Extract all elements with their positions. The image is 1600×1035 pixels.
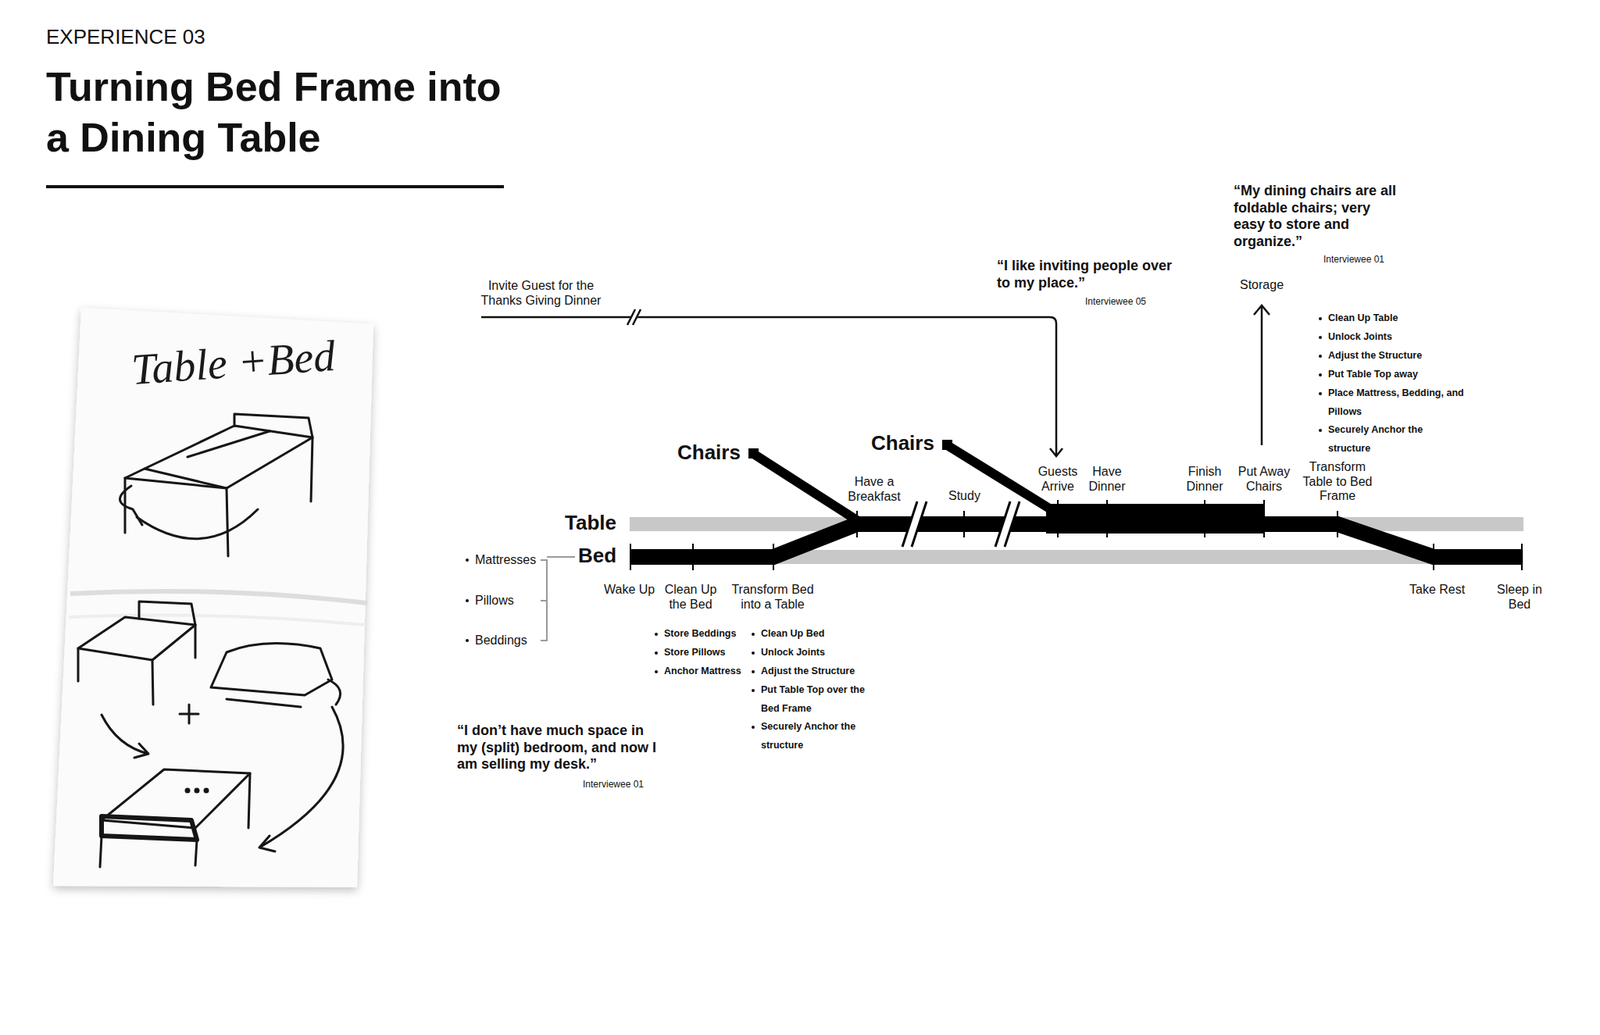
ticks-stroke — [1432, 543, 1435, 571]
event-label: Have a Breakfast — [839, 475, 910, 504]
hand-sketch-stroke — [179, 704, 199, 724]
step-item: Securely Anchor the structure — [1317, 421, 1466, 458]
hand-sketch-stroke — [234, 414, 313, 438]
hand-sketch-stroke — [204, 789, 208, 793]
chairs-line — [754, 454, 860, 522]
step-item: Clean Up Table — [1317, 309, 1466, 329]
hand-sketch-stroke — [78, 617, 196, 661]
timeline — [481, 305, 1524, 641]
step-item: Put Table Top away — [1317, 365, 1466, 385]
bed-part: Mattresses — [464, 552, 536, 568]
event-label: Put Away Chairs — [1231, 464, 1297, 494]
paper-crease — [68, 615, 366, 625]
chairs-line — [948, 446, 1051, 510]
step-item: Store Beddings — [653, 625, 747, 644]
ticks-stroke — [772, 543, 775, 571]
invite-arrow-stroke — [627, 309, 641, 325]
hand-sketch-stroke — [101, 816, 197, 840]
bed-part: Pillows — [464, 592, 515, 609]
ticks-stroke — [692, 543, 694, 571]
hand-sketch-stroke — [328, 679, 341, 705]
quote: “My dining chairs are all foldable chair… — [1233, 182, 1402, 250]
event-label: Transform Bed into a Table — [725, 582, 820, 612]
invite-arrow — [481, 309, 1063, 457]
ticks-stroke — [963, 510, 965, 538]
event-label: Transform Table to Bed Frame — [1302, 460, 1373, 504]
storage-arrow-stroke — [1253, 305, 1270, 315]
event-label: Have Dinner — [1082, 464, 1132, 494]
ticks-stroke — [1521, 543, 1523, 571]
track-label: Chairs — [677, 441, 741, 465]
invite-arrow-stroke — [1050, 448, 1063, 457]
ticks-stroke — [1263, 500, 1265, 538]
hand-sketch-stroke — [210, 643, 333, 708]
step-item: Clean Up Bed — [750, 625, 868, 644]
step-item: Unlock Joints — [1317, 328, 1466, 347]
hand-sketch-stroke — [195, 789, 199, 793]
step-item: Adjust the Structure — [1317, 346, 1466, 366]
ticks-stroke — [1336, 510, 1339, 538]
step-item: Unlock Joints — [750, 643, 868, 663]
hand-sketch-stroke — [78, 625, 196, 705]
invite-arrow-stroke — [481, 317, 1057, 457]
time-break-stroke — [902, 501, 927, 547]
hand-sketch — [78, 414, 343, 868]
event-label: Invite Guest for the Thanks Giving Dinne… — [468, 278, 614, 308]
ticks-stroke — [1106, 500, 1108, 538]
storage-arrow — [1253, 305, 1270, 446]
hand-sketch-stroke — [101, 714, 149, 758]
hand-sketch-stroke — [125, 468, 227, 489]
ticks-stroke — [856, 510, 858, 538]
sketch-photo — [53, 307, 374, 888]
track-label: Table — [564, 511, 617, 536]
event-label: Finish Dinner — [1179, 464, 1230, 494]
hand-sketch-stroke — [136, 509, 258, 540]
bed-part: Beddings — [464, 632, 528, 649]
quote-source: Interviewee 01 — [1323, 254, 1385, 266]
time-break-stroke — [995, 501, 1020, 547]
storage-arrow-stroke — [1260, 306, 1264, 446]
dinner-bar — [1046, 503, 1265, 534]
hand-sketch-stroke — [125, 431, 313, 557]
event-label: Sleep in Bed — [1492, 582, 1547, 612]
event-label: Clean Up the Bed — [660, 582, 722, 612]
event-label: Study — [948, 489, 981, 504]
time-break — [995, 501, 1020, 547]
track-label: Chairs — [871, 432, 935, 456]
quote-source: Interviewee 01 — [582, 779, 644, 791]
ticks-stroke — [1203, 500, 1206, 538]
step-item: Place Mattress, Bedding, and Pillows — [1317, 384, 1466, 422]
step-item: Securely Anchor the structure — [750, 717, 868, 755]
quote-source: Interviewee 05 — [1085, 296, 1147, 308]
step-item: Anchor Mattress — [653, 662, 747, 682]
event-label: Guests Arrive — [1033, 464, 1083, 494]
bracket — [540, 557, 575, 641]
header-rule — [46, 185, 504, 189]
hand-sketch-stroke — [259, 707, 343, 852]
page-title: Turning Bed Frame into a Dining Table — [46, 61, 515, 164]
hand-sketch-stroke — [139, 601, 196, 625]
ticks-stroke — [1057, 500, 1059, 538]
hand-sketch-stroke — [100, 773, 250, 868]
hand-sketch-stroke — [119, 485, 143, 525]
time-break — [902, 501, 927, 547]
quote: “I like inviting people over to my place… — [996, 257, 1173, 292]
hand-sketch-stroke — [144, 425, 313, 489]
quote: “I don’t have much space in my (split) b… — [457, 722, 657, 774]
paper — [53, 307, 374, 888]
track-label: Bed — [578, 544, 617, 568]
step-item: Put Table Top over the Bed Frame — [750, 681, 868, 718]
hand-sketch-stroke — [185, 789, 190, 793]
step-item: Adjust the Structure — [750, 662, 868, 682]
ticks-stroke — [629, 543, 632, 571]
event-label: Take Rest — [1409, 582, 1465, 598]
ticks — [630, 500, 1522, 571]
step-item: Store Pillows — [653, 643, 747, 663]
event-label: Storage — [1239, 278, 1284, 293]
paper-crease — [70, 591, 368, 604]
section-label: EXPERIENCE 03 — [46, 25, 206, 50]
event-label: Wake Up — [603, 582, 655, 598]
